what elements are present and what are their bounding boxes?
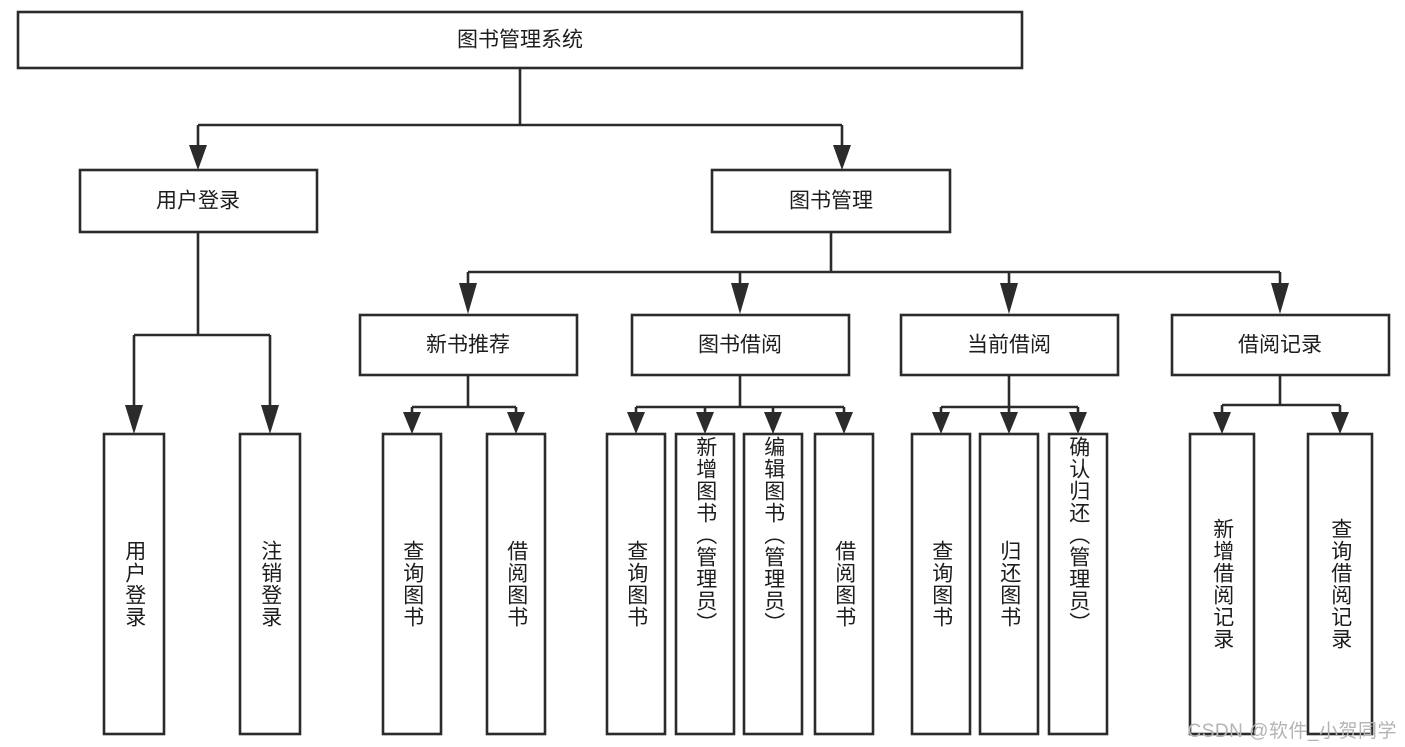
leaf-box-bookborrow-borrow[interactable] bbox=[813, 432, 875, 736]
csdn-watermark: CSDN @软件_小贺同学 bbox=[1187, 721, 1397, 742]
leaf-box-bookborrow-edit[interactable] bbox=[742, 432, 804, 736]
node-root[interactable]: 图书管理系统 bbox=[16, 10, 1024, 70]
node-borrow-record-label: 借阅记录 bbox=[1238, 334, 1322, 357]
node-book-management[interactable]: 图书管理 bbox=[710, 168, 952, 234]
leaf-box-user-login-login[interactable] bbox=[102, 432, 166, 736]
leaf-box-borrowrecord-query[interactable] bbox=[1306, 432, 1374, 736]
connector-root-to-level2 bbox=[189, 68, 851, 170]
leaf-box-newbook-borrow[interactable] bbox=[485, 432, 547, 736]
node-new-book-recommend-label: 新书推荐 bbox=[426, 334, 510, 357]
node-current-borrow-label: 当前借阅 bbox=[967, 334, 1051, 357]
node-book-management-label: 图书管理 bbox=[789, 190, 873, 213]
leaf-box-bookborrow-add[interactable] bbox=[674, 432, 736, 736]
node-book-borrow-label: 图书借阅 bbox=[698, 334, 782, 357]
node-book-borrow[interactable]: 图书借阅 bbox=[630, 313, 851, 377]
leaf-box-user-login-logout[interactable] bbox=[238, 432, 302, 736]
node-user-login-label: 用户登录 bbox=[156, 190, 240, 213]
leaf-box-bookborrow-query[interactable] bbox=[605, 432, 667, 736]
node-borrow-record[interactable]: 借阅记录 bbox=[1170, 313, 1391, 377]
node-user-login[interactable]: 用户登录 bbox=[78, 168, 319, 234]
connector-borrowrecord-to-leaves bbox=[1213, 375, 1349, 434]
node-new-book-recommend[interactable]: 新书推荐 bbox=[358, 313, 579, 377]
leaf-box-currentborrow-confirm[interactable] bbox=[1047, 432, 1109, 736]
connector-userlogin-to-leaves bbox=[125, 232, 279, 434]
leaf-box-currentborrow-return[interactable] bbox=[978, 432, 1040, 736]
connector-bookmgmt-to-level3 bbox=[459, 232, 1289, 314]
leaf-box-borrowrecord-add[interactable] bbox=[1188, 432, 1256, 736]
leaf-box-currentborrow-query[interactable] bbox=[910, 432, 972, 736]
node-root-label: 图书管理系统 bbox=[457, 29, 583, 52]
connector-currentborrow-to-leaves bbox=[932, 375, 1087, 434]
node-current-borrow[interactable]: 当前借阅 bbox=[899, 313, 1120, 377]
connector-newbook-to-leaves bbox=[403, 375, 525, 434]
leaf-box-newbook-query[interactable] bbox=[381, 432, 443, 736]
connector-bookborrow-to-leaves bbox=[627, 375, 853, 434]
